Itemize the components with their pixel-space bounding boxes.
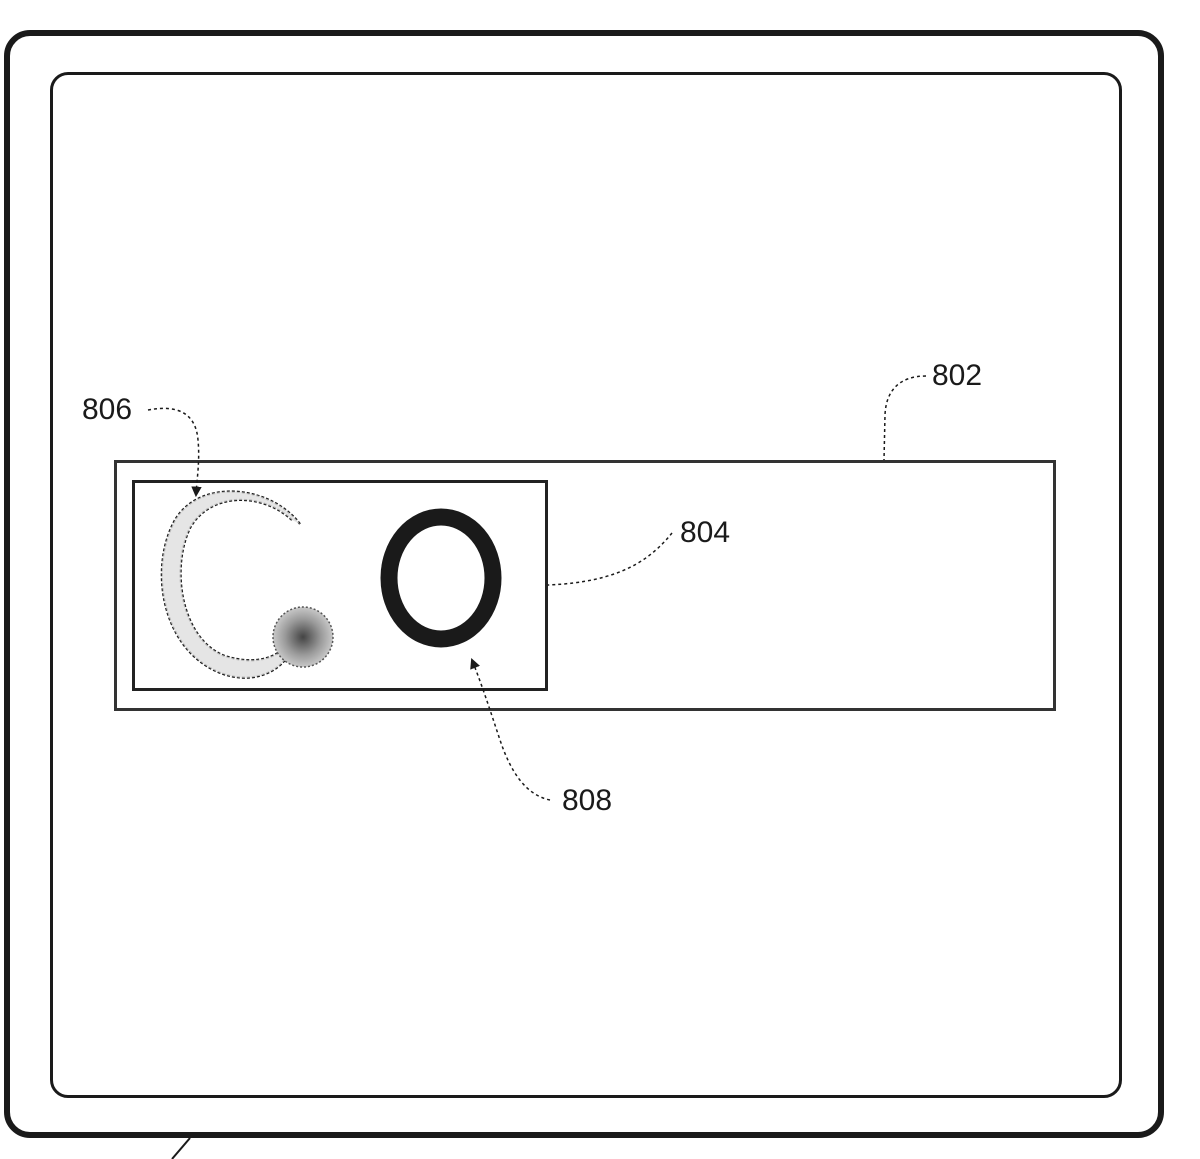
device-frame xyxy=(4,30,1164,1138)
leader-line-804 xyxy=(547,532,673,586)
leader-line-802 xyxy=(883,375,927,461)
leader-line-device xyxy=(171,1137,191,1159)
letter-o-glyph xyxy=(380,508,502,648)
search-bar[interactable] xyxy=(114,460,1056,711)
leader-line-808 xyxy=(470,658,551,801)
device-screen xyxy=(50,72,1122,1098)
leader-line-806 xyxy=(147,407,202,498)
label-808: 808 xyxy=(562,784,613,817)
label-806: 806 xyxy=(82,393,133,426)
microphone-arc-icon xyxy=(160,490,334,679)
label-804: 804 xyxy=(680,516,731,549)
label-802: 802 xyxy=(932,359,983,392)
audio-level-dot xyxy=(272,606,334,668)
icon-region xyxy=(132,480,548,691)
